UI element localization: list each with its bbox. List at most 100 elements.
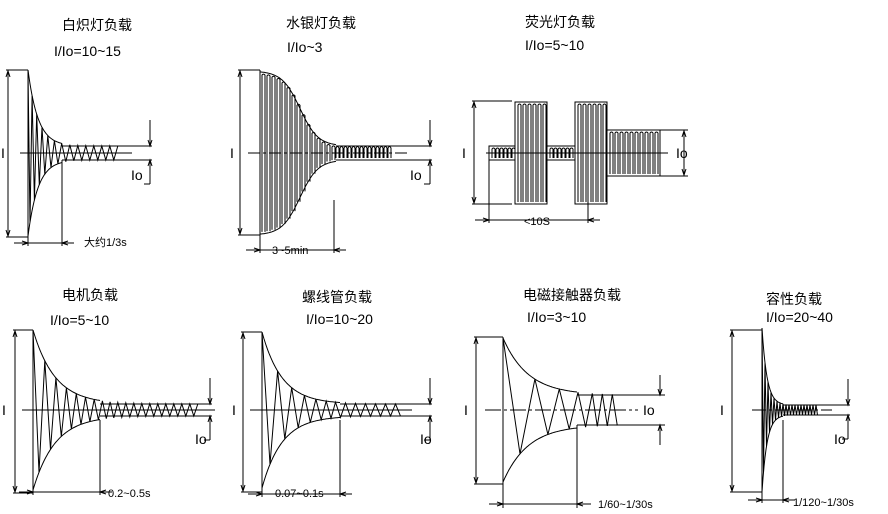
- panel-ratio: I/Io=3~10: [527, 309, 586, 325]
- arrowhead: [482, 217, 491, 223]
- waveform-loop: [517, 103, 522, 202]
- arrowhead: [60, 240, 69, 246]
- panel-title: 电机负载: [62, 288, 118, 304]
- panel-title: 荧光灯负载: [525, 14, 595, 31]
- waveform-loop: [624, 131, 629, 174]
- arrowhead: [427, 139, 433, 148]
- arrowhead: [253, 247, 262, 253]
- panel-ratio: I/Io~3: [287, 39, 323, 55]
- waveform-loop: [335, 146, 340, 158]
- arrowhead: [729, 484, 735, 493]
- waveform-loop: [326, 143, 331, 162]
- waveform-loop: [371, 146, 376, 158]
- arrowhead: [207, 414, 213, 423]
- peak-label: I: [1, 145, 5, 161]
- envelope-upper: [259, 71, 337, 146]
- waveform-loop: [286, 86, 291, 219]
- panel-title: 水银灯负载: [286, 16, 356, 32]
- arrowhead: [781, 497, 790, 503]
- waveform-loop: [331, 145, 336, 161]
- arrowhead: [98, 489, 107, 495]
- arrowhead: [681, 168, 687, 177]
- waveform-loop: [532, 103, 537, 202]
- waveform-block: [514, 101, 548, 205]
- panel-incandescent: 白炽灯负载 I/Io=10~15 I Io 大约1/3s: [1, 18, 143, 249]
- arrowhead: [427, 397, 433, 406]
- envelope-upper: [261, 331, 340, 403]
- arrowhead: [427, 158, 433, 167]
- waveform-loop: [639, 131, 644, 174]
- waveform-loop: [291, 94, 296, 212]
- steady-label: Io: [420, 431, 432, 447]
- panel-title: 白炽灯负载: [62, 18, 132, 34]
- waveform-loop: [266, 74, 271, 232]
- envelope-upper: [502, 337, 578, 393]
- waveform-loop: [301, 114, 306, 192]
- waveform-loop: [355, 146, 360, 158]
- time-label: 1/60~1/30s: [598, 499, 653, 511]
- arrowhead: [147, 158, 153, 167]
- waveform-loop: [375, 146, 380, 158]
- peak-label: I: [2, 402, 6, 418]
- panel-ratio: I/Io=20~40: [766, 309, 833, 325]
- arrowhead: [473, 336, 479, 345]
- arrowhead: [338, 491, 347, 497]
- waveforms: [5, 69, 851, 508]
- waveform-loop: [587, 103, 592, 202]
- arrowhead: [845, 413, 851, 422]
- arrowhead: [240, 331, 246, 340]
- waveform-loop: [553, 147, 558, 158]
- waveform-loop: [549, 147, 554, 158]
- panel-ratio: I/Io=5~10: [50, 312, 109, 328]
- arrowhead: [657, 388, 663, 397]
- waveform-loop: [582, 103, 587, 202]
- waveform-loop: [537, 103, 542, 202]
- peak-label: I: [464, 402, 468, 418]
- arrowhead: [427, 414, 433, 423]
- peak-label: I: [720, 402, 724, 418]
- panel-title: 电磁接触器负载: [523, 287, 621, 304]
- waveform-loop: [491, 147, 496, 158]
- waveform-loop: [363, 146, 368, 158]
- waveform-loop: [281, 81, 286, 225]
- waveform-loop: [629, 131, 634, 174]
- arrowhead: [845, 398, 851, 407]
- waveform-loop: [507, 147, 512, 158]
- panel-ratio: I/Io=10~15: [54, 43, 121, 59]
- arrowhead: [471, 100, 477, 109]
- time-label: 3~5min: [272, 245, 308, 257]
- waveform-loop: [316, 137, 321, 168]
- arrowhead: [5, 69, 11, 78]
- waveform-loop: [649, 131, 654, 174]
- waveform-loop: [339, 146, 344, 158]
- waveform-block: [574, 101, 608, 205]
- waveform-loop: [522, 103, 527, 202]
- waveform-loop: [654, 131, 659, 174]
- waveform-loop: [602, 103, 607, 202]
- waveform: [261, 331, 401, 465]
- panel-contactor: 电磁接触器负载 I/Io=3~10 I Io 1/60~1/30s: [464, 287, 655, 511]
- time-label: 0.2~0.5s: [108, 488, 151, 500]
- panel-ratio: I/Io=10~20: [306, 311, 373, 327]
- arrowhead: [496, 501, 505, 507]
- panel-capacitive: 容性负载 I/Io=20~40 I Io 1/120~1/30s: [720, 291, 854, 509]
- waveform-loop: [296, 103, 301, 202]
- arrowhead: [332, 247, 341, 253]
- waveform-loop: [347, 146, 352, 158]
- waveform-loop: [619, 131, 624, 174]
- steady-label: Io: [131, 167, 143, 183]
- waveform-loop: [557, 147, 562, 158]
- arrowhead: [755, 497, 764, 503]
- arrowhead: [473, 476, 479, 485]
- steady-label: Io: [195, 431, 207, 447]
- arrowhead: [237, 227, 243, 236]
- waveform-loop: [499, 147, 504, 158]
- envelope-lower: [761, 415, 784, 493]
- steady-label: Io: [410, 167, 422, 183]
- time-label: 大约1/3s: [84, 235, 127, 249]
- panel-mercury: 水银灯负载 I/Io~3 I Io 3~5min: [230, 16, 422, 257]
- steady-label: Io: [676, 145, 688, 161]
- steady-label: Io: [643, 402, 655, 418]
- arrowhead: [26, 489, 35, 495]
- waveform: [32, 329, 199, 473]
